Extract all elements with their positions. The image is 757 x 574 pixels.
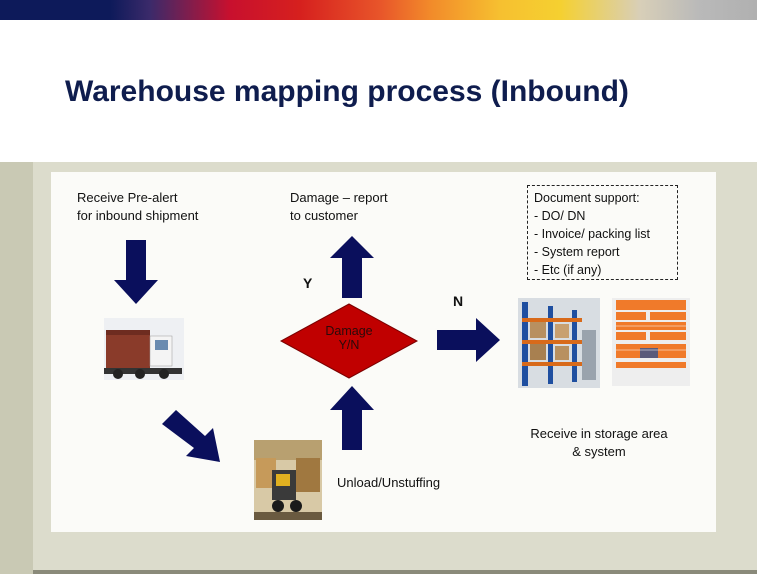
truck-photo (104, 318, 184, 380)
step-receive-prealert-line1: Receive Pre-alert (77, 190, 178, 205)
warehouse-map-photo (612, 298, 690, 386)
arrow-diagonal-icon (162, 410, 220, 462)
decision-diamond (279, 303, 419, 379)
left-strip (0, 162, 33, 574)
document-support-heading: Document support: (534, 191, 640, 205)
branch-yes-label: Y (303, 275, 313, 291)
document-item: - Invoice/ packing list (534, 227, 651, 241)
step-receive-storage-line2: & system (572, 444, 626, 459)
slide-title: Warehouse mapping process (Inbound) (65, 75, 629, 108)
document-item: - DO/ DN (534, 209, 586, 223)
decision-label-line1: Damage (325, 324, 373, 338)
step-receive-storage-line1: Receive in storage area (530, 426, 668, 441)
arrow-down-icon (114, 240, 158, 304)
bottom-rule (33, 570, 757, 574)
decision-label: Damage Y/N (299, 324, 399, 352)
decision-label-line2: Y/N (338, 338, 360, 352)
step-damage-report-line1: Damage – report (290, 190, 388, 205)
document-item: - Etc (if any) (534, 263, 602, 277)
arrow-right-icon (437, 318, 500, 362)
step-damage-report-line2: to customer (290, 208, 358, 223)
step-damage-report: Damage – report to customer (290, 189, 388, 225)
step-receive-prealert-line2: for inbound shipment (77, 208, 199, 223)
step-unload: Unload/Unstuffing (337, 475, 441, 490)
step-receive-storage: Receive in storage area & system (529, 425, 669, 461)
document-item: - System report (534, 245, 620, 259)
branch-no-label: N (453, 293, 464, 309)
document-support-box: Document support: - DO/ DN - Invoice/ pa… (527, 185, 678, 280)
arrow-up-yes-icon (330, 236, 374, 298)
arrow-up-icon (330, 386, 374, 450)
forklift-photo (254, 440, 322, 520)
warehouse-racks-photo (518, 298, 600, 388)
step-receive-prealert: Receive Pre-alert for inbound shipment (77, 189, 198, 225)
header-color-bar (0, 0, 757, 20)
